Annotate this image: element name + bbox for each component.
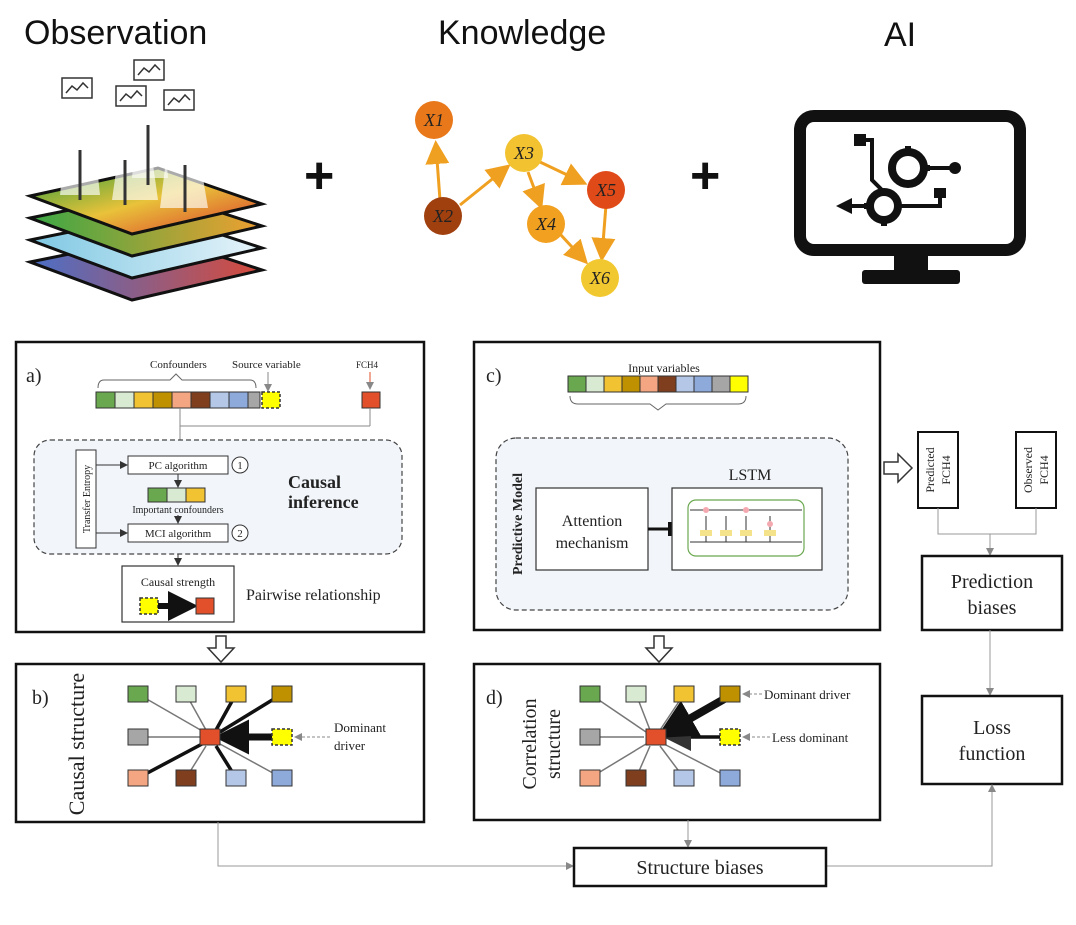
panel-a-label: a) [26,365,42,387]
knowledge-title: Knowledge [438,14,607,52]
lstm-label: LSTM [729,467,772,484]
knowledge-graph: X1 X2 X3 X4 X5 X6 [415,101,625,297]
panel-d-label: d) [486,687,503,709]
node-x4 [527,205,565,243]
confounder-strip-a [95,391,381,409]
attention-line1: Attention [562,513,622,530]
input-variables-label: Input variables [628,361,700,375]
panel-b: b) Causal structure Dominant driver [14,662,426,824]
source-variable-label: Source variable [232,359,301,371]
correlation-structure-line1: Correlation [519,698,541,789]
predicted-fch4-line2: FCH4 [939,455,953,484]
dominant-driver-b-line1: Dominant [334,720,386,735]
node-x4-label: X4 [535,214,556,234]
node-x6-label: X6 [589,268,610,288]
observed-fch4-line1: Observed [1021,447,1035,493]
node-x3-label: X3 [513,143,534,163]
causal-strength-label: Causal strength [141,575,215,589]
predicted-fch4-line1: Predicted [923,447,937,492]
dominant-driver-d-label: Dominant driver [764,687,851,702]
panel-c: c) Input variables Predictive Model Atte… [472,340,882,632]
prediction-biases-line2: biases [968,597,1017,619]
causal-inference-line2: inference [288,492,359,512]
mci-algorithm-label: MCI algorithm [145,528,212,540]
ai-title: AI [884,16,917,54]
node-x1-label: X1 [423,110,444,130]
observation-illustration [24,59,268,302]
panel-a: a) Confounders Source variable FCH4 Tran… [14,340,426,634]
right-column: Predicted FCH4 Observed FCH4 Prediction … [917,431,1064,786]
ai-monitor-icon [794,110,1026,284]
observation-title: Observation [24,14,208,52]
lstm-cell-sketch [687,499,805,557]
predictive-model-label: Predictive Model [511,473,526,575]
observed-fch4-line2: FCH4 [1037,455,1051,484]
hollow-arrow-c-right [883,452,914,484]
node-x6 [581,259,619,297]
node-x5 [587,171,625,209]
hollow-arrow-a-b [206,635,236,664]
transfer-entropy-label: Transfer Entropy [82,465,93,533]
step2-label: 2 [237,528,243,540]
dominant-driver-b-line2: driver [334,738,366,753]
pc-algorithm-label: PC algorithm [149,460,208,472]
node-x2 [424,197,462,235]
pairwise-relationship-label: Pairwise relationship [246,587,381,604]
plus-sign-1: + [304,147,335,205]
hollow-arrow-c-d [644,635,674,664]
structure-biases-label: Structure biases [636,857,763,879]
node-x3 [505,134,543,172]
node-x1 [415,101,453,139]
causal-inference-line1: Causal [288,472,341,492]
panel-c-label: c) [486,365,502,387]
important-confounders-label: Important confounders [132,505,223,516]
node-x5-label: X5 [595,180,616,200]
prediction-biases-line1: Prediction [951,571,1033,593]
correlation-structure-line2: structure [543,709,565,779]
plus-sign-2: + [690,147,721,205]
step1-label: 1 [237,460,243,472]
confounders-label: Confounders [150,359,207,371]
panel-d: d) Correlation structure Dominant driver [472,662,882,822]
structure-biases-section: Structure biases [217,784,996,888]
loss-function-line2: function [959,743,1026,765]
causal-structure-title: Causal structure [64,673,89,815]
fch4-target-label: FCH4 [356,360,379,370]
node-x2-label: X2 [432,206,453,226]
panel-b-label: b) [32,687,49,709]
input-variable-strip [567,375,749,393]
attention-line2: mechanism [556,535,629,552]
loss-function-line1: Loss [973,717,1011,739]
less-dominant-label: Less dominant [772,730,849,745]
